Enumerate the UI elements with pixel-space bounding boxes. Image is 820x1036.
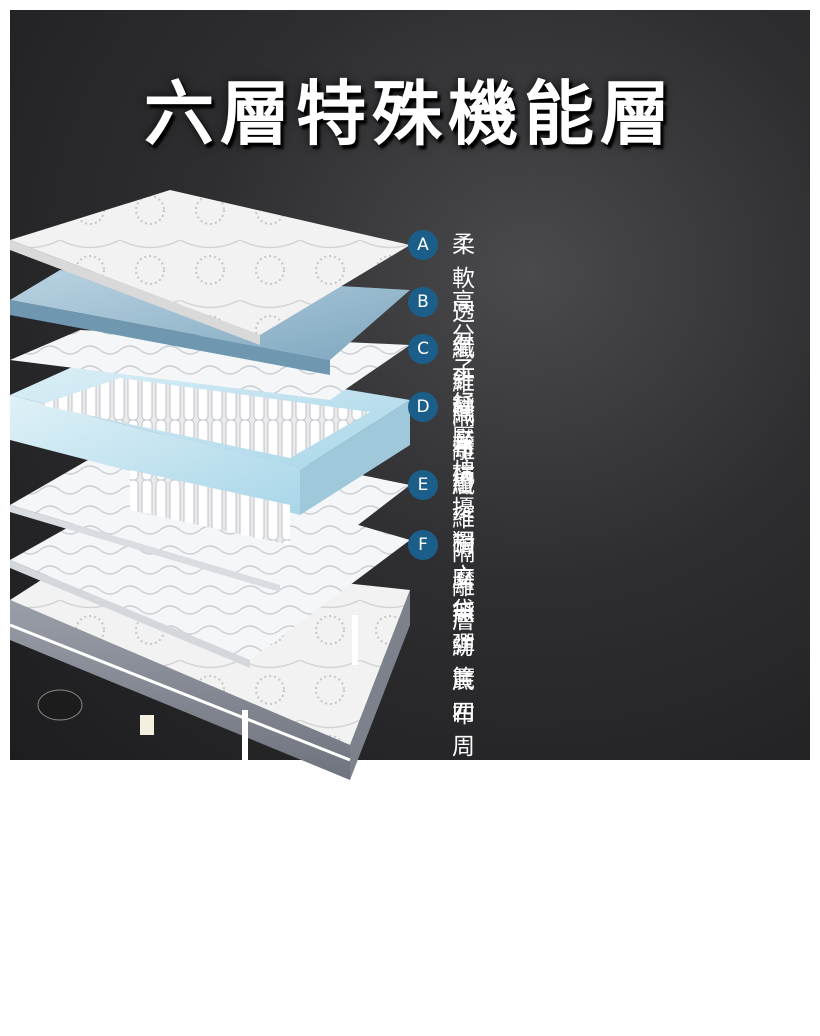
label-tag [140,715,154,735]
brand-logo [37,689,83,721]
layer-d-shape [10,350,410,545]
mattress-exploded-illustration [9,190,410,780]
legend-label-b: 高分子紓壓棉 [452,289,477,485]
legend-item-a: A 柔軟透氣針織布 [408,230,477,466]
legend-item-c: C 纖維隔離層 [408,334,477,502]
badge-e: E [408,470,438,500]
legend-item-e: E 纖維隔離層 [408,470,477,638]
layer-a-shape [10,190,410,345]
page-title: 六層特殊機能層 [144,73,676,155]
legend-label-f: 耐磨無紡底布 [452,532,477,728]
badge-f: F [408,530,438,560]
legend-label-a: 柔軟透氣針織布 [452,232,477,462]
legend-label-c: 纖維隔離層 [452,336,477,498]
legend-label-e: 纖維隔離層 [452,472,477,634]
legend-item-b: B 高分子紓壓棉 [408,287,477,489]
badge-d: D [408,392,438,422]
legend-item-f: F 耐磨無紡底布 [408,530,477,732]
badge-b: B [408,287,438,317]
badge-c: C [408,334,438,364]
badge-a: A [408,230,438,260]
